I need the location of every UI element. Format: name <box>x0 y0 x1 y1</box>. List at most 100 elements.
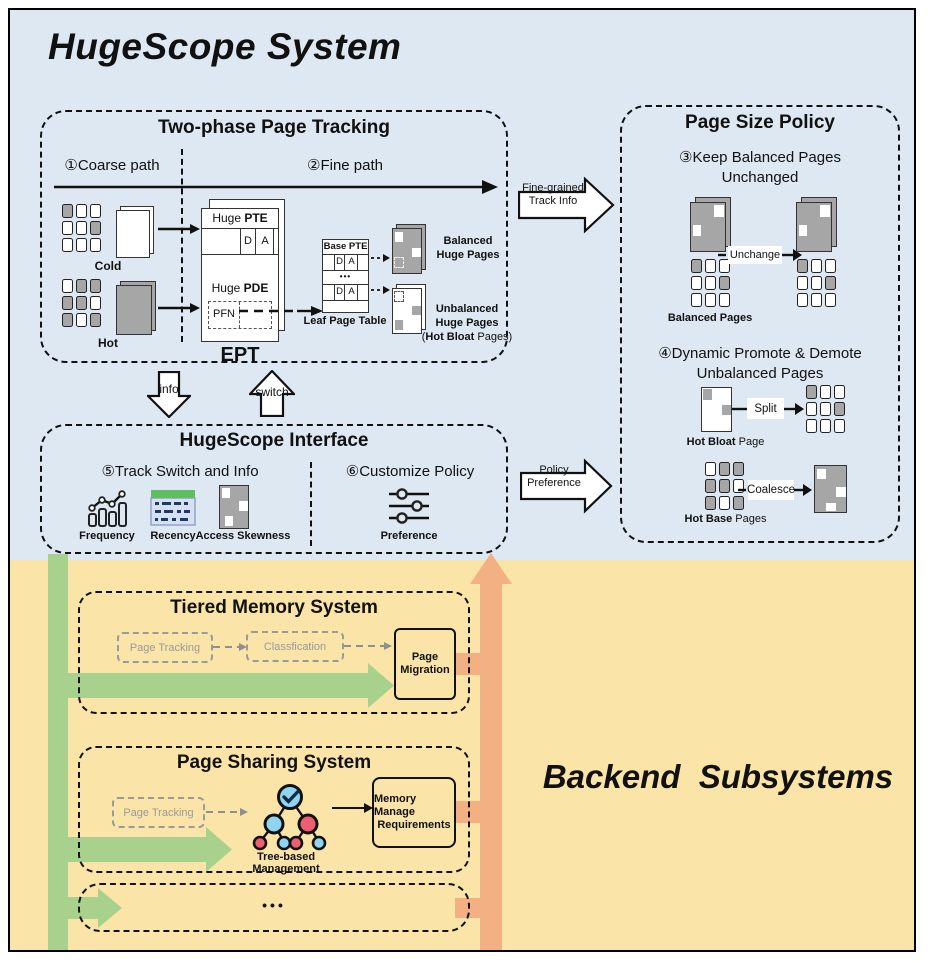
page-cell <box>691 259 702 273</box>
page-cell <box>719 276 730 290</box>
notch <box>412 306 421 315</box>
split-result-grid <box>806 385 845 433</box>
coarse-path-label: ①Coarse path <box>64 157 160 174</box>
more-subsystems-box <box>78 883 470 932</box>
policy-preference-label: Policy Preference <box>520 464 588 490</box>
track-switch-info-label: ⑤Track Switch and Info <box>101 463 259 480</box>
recency-icon <box>150 490 196 526</box>
page-cell <box>806 419 817 433</box>
hot-bloat-page-label: Hot Bloat Page <box>683 436 768 448</box>
backend-title: Backend Subsystems <box>542 758 894 795</box>
interface-title: HugeScope Interface <box>179 430 369 451</box>
page-cell <box>797 293 808 307</box>
switch-label: switch <box>255 385 289 399</box>
classification-box: Classfication <box>246 631 344 662</box>
access-bit-cell: A <box>258 229 274 254</box>
access-skewness-label: Access Skewness <box>195 530 291 542</box>
page-size-policy-title: Page Size Policy <box>685 112 835 133</box>
ept-spacer <box>202 255 278 281</box>
leaf-page-table: Base PTE D A ••• D A <box>322 239 369 313</box>
notch <box>395 320 403 330</box>
page-cell <box>797 276 808 290</box>
fg-line-2: Track Info <box>528 195 578 207</box>
unchange-arrow <box>782 249 802 261</box>
page-cell <box>825 259 836 273</box>
hot-to-ept-arrow <box>158 303 200 313</box>
page-cell <box>62 279 73 293</box>
mm-line-2: Requirements <box>377 819 451 831</box>
a-cell: A <box>347 255 358 270</box>
split-line <box>732 407 747 411</box>
unbalanced-pages-label: Unbalanced Huge Pages (Hot Bloat Pages) <box>418 302 516 344</box>
unbalanced-line-3: (Hot Bloat Pages) <box>418 330 516 344</box>
recency-label: Recency <box>150 530 196 542</box>
unbalanced-page <box>392 288 422 334</box>
fine-grained-track-info-label: Fine-grained Track Info <box>518 182 588 208</box>
page-cell <box>811 276 822 290</box>
notch <box>836 487 846 497</box>
top-background <box>10 10 916 560</box>
hot-base-post: Pages <box>732 513 767 525</box>
unchange-dash <box>718 253 726 257</box>
hot-bloat-post: Page <box>735 436 765 448</box>
page-sharing-box <box>78 746 470 873</box>
page-cell <box>90 204 101 218</box>
notch <box>412 248 421 257</box>
page-cell <box>705 479 716 493</box>
page-cell <box>76 279 87 293</box>
fg-line-1: Fine-grained <box>522 182 584 194</box>
frequency-icon <box>88 490 127 527</box>
tiered-memory-title: Tiered Memory System <box>170 597 378 618</box>
ept-label: EPT <box>220 344 260 366</box>
pfn-row: PFN <box>208 301 272 329</box>
page-cell <box>705 259 716 273</box>
huge-pte-bold: PTE <box>244 211 268 225</box>
notch <box>817 469 826 479</box>
a-cell: A <box>347 285 358 300</box>
huge-pde-pre: Huge <box>211 281 244 295</box>
balanced-big-page-right <box>796 202 832 252</box>
pfn-dashed-arrow <box>239 306 323 316</box>
two-phase-tracking-box <box>40 110 508 363</box>
pm-line-1: Page <box>411 651 439 663</box>
d-cell: D <box>334 255 345 270</box>
cold-page <box>116 210 150 258</box>
figure-frame <box>8 8 916 952</box>
page-cell <box>834 419 845 433</box>
page-cell <box>806 385 817 399</box>
page-size-policy-box <box>620 105 900 543</box>
coalesce-arrow <box>794 484 812 496</box>
page-cell <box>806 402 817 416</box>
hot-bloat-page <box>701 387 732 432</box>
phase-divider <box>181 149 183 342</box>
customize-policy-label: ⑥Customize Policy <box>345 463 475 480</box>
green-flow-vertical <box>48 554 68 950</box>
page-cell <box>90 238 101 252</box>
page-tracking-box-sharing: Page Tracking <box>112 797 205 828</box>
page-cell <box>825 293 836 307</box>
hugescope-interface-box <box>40 424 508 554</box>
leaf-page-table-label: Leaf Page Table <box>303 315 387 327</box>
notch <box>225 516 233 526</box>
notch <box>703 389 712 400</box>
notch <box>820 205 830 217</box>
hot-label: Hot <box>98 336 118 350</box>
page-cell <box>691 293 702 307</box>
keep-balanced-title: ③Keep Balanced Pages Unchanged <box>630 148 890 188</box>
pfn-cell: PFN <box>209 302 240 328</box>
huge-pte-header: Huge PTE <box>202 209 278 229</box>
more-subsystems-dots: ••• <box>262 897 286 913</box>
pte-to-unbalanced-arrow <box>371 286 390 294</box>
huge-pte-pre: Huge <box>212 211 245 225</box>
mm-line-1: Memory Manage <box>374 793 417 818</box>
page-cell <box>820 385 831 399</box>
info-label: info <box>159 382 179 396</box>
classification-to-migration-arrow <box>344 642 392 650</box>
balanced-pages-label: Balanced Huge Pages <box>424 234 512 262</box>
hot-page <box>116 285 152 335</box>
item4-line-1: ④Dynamic Promote & Demote <box>658 345 862 362</box>
paren-bold: Hot Bloat <box>425 331 475 343</box>
page-cell <box>705 462 716 476</box>
page-cell <box>90 313 101 327</box>
page-cell <box>719 496 730 510</box>
